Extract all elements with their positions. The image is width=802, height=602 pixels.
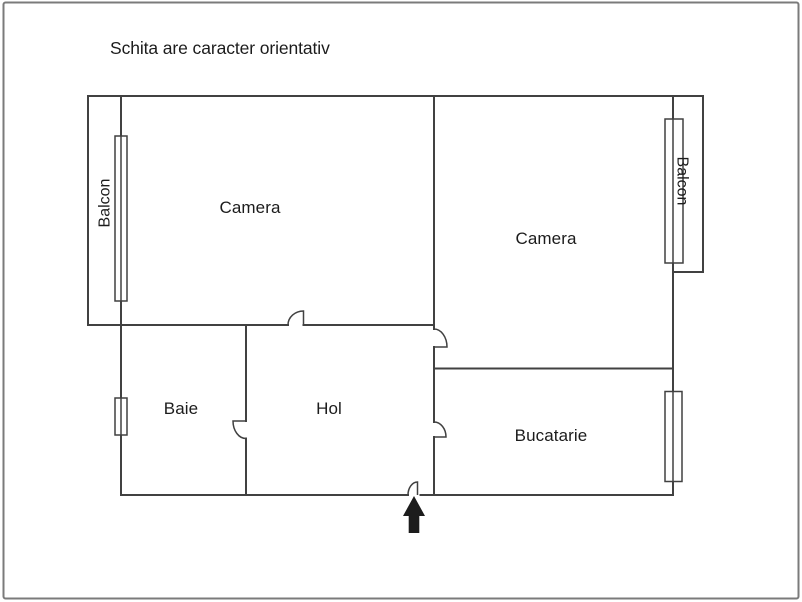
door-baie <box>232 420 247 440</box>
room-label-balcon-left: Balcon <box>97 179 114 228</box>
door-entrance <box>407 481 419 496</box>
walls-outline <box>87 95 704 496</box>
window-balcon-right <box>664 118 684 264</box>
door-camera-right <box>433 328 448 348</box>
window-balcon-left <box>114 135 128 302</box>
window-bucatarie <box>664 390 683 483</box>
room-label-baie: Baie <box>164 399 198 418</box>
window-baie <box>114 397 128 436</box>
entrance-up-arrow-icon <box>403 496 425 533</box>
room-label-bucatarie: Bucatarie <box>515 426 588 445</box>
door-bucatarie <box>433 421 447 438</box>
room-label-camera-left: Camera <box>219 198 281 217</box>
plan-disclaimer-title: Schita are caracter orientativ <box>110 38 330 58</box>
room-label-balcon-right: Balcon <box>673 157 690 206</box>
door-camera-left <box>287 310 305 326</box>
room-label-camera-right: Camera <box>515 229 577 248</box>
room-label-hol: Hol <box>316 399 342 418</box>
